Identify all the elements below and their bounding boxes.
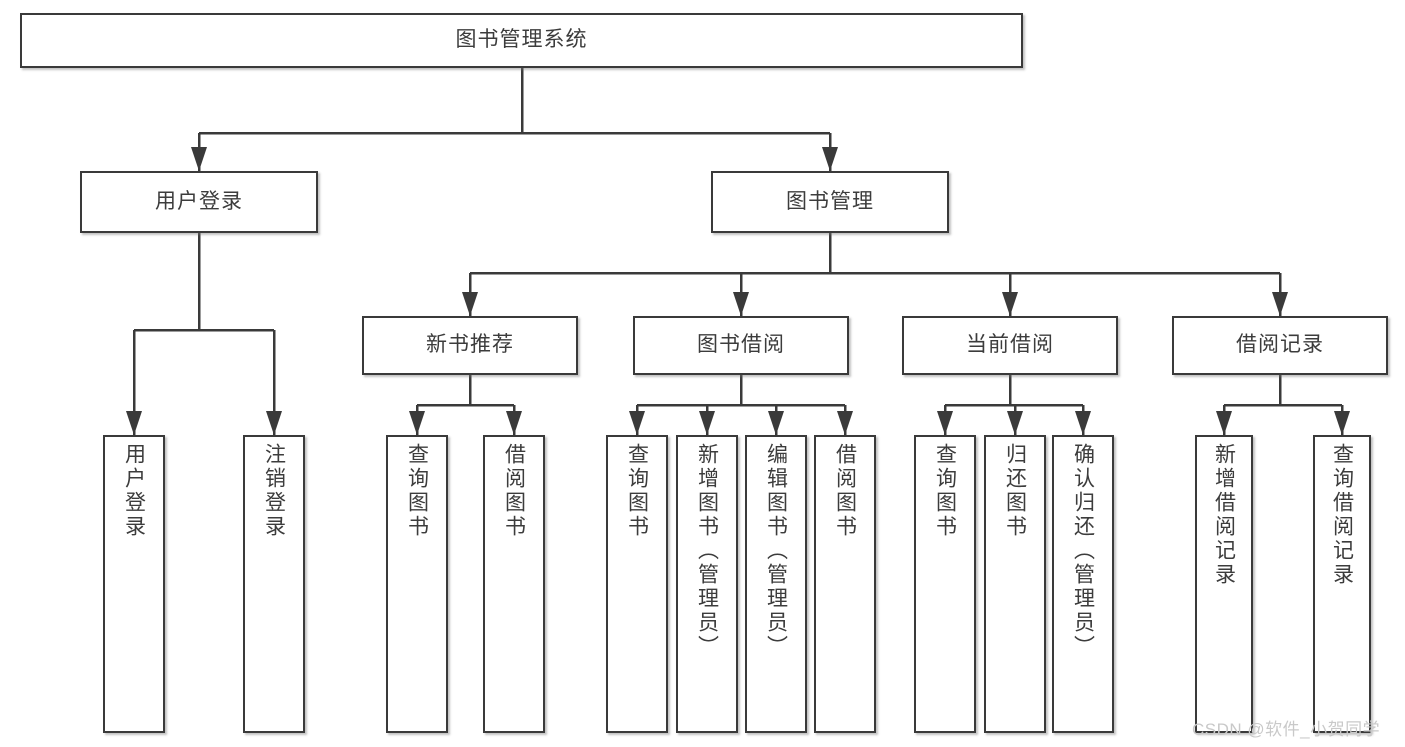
node-record[interactable]: 借阅记录: [1172, 316, 1388, 375]
node-label-bookmgmt: 图书管理: [786, 189, 874, 213]
arrowhead-leaf-nb-query: [409, 411, 425, 435]
arrowhead-leaf-cu-query: [937, 411, 953, 435]
node-leaf-bo-add[interactable]: 新增图书（管理员）: [676, 435, 738, 733]
node-label-leaf-nb-borrow: 借阅图书: [502, 443, 526, 539]
node-label-leaf-re-add: 新增借阅记录: [1212, 443, 1236, 587]
node-login[interactable]: 用户登录: [80, 171, 318, 233]
node-leaf-cu-return[interactable]: 归还图书: [984, 435, 1046, 733]
node-leaf-bo-query[interactable]: 查询图书: [606, 435, 668, 733]
node-current[interactable]: 当前借阅: [902, 316, 1118, 375]
node-newbook[interactable]: 新书推荐: [362, 316, 578, 375]
node-label-root: 图书管理系统: [455, 28, 588, 52]
node-label-leaf-bo-query: 查询图书: [625, 443, 649, 539]
node-label-borrow: 图书借阅: [697, 333, 785, 357]
node-leaf-nb-borrow[interactable]: 借阅图书: [483, 435, 545, 733]
node-label-record: 借阅记录: [1236, 333, 1324, 357]
node-leaf-bo-borrow[interactable]: 借阅图书: [814, 435, 876, 733]
arrowhead-leaf-re-query: [1334, 411, 1350, 435]
arrowhead-leaf-cu-confirm: [1075, 411, 1091, 435]
node-root[interactable]: 图书管理系统: [20, 13, 1023, 68]
node-label-leaf-user-logout: 注销登录: [262, 443, 286, 539]
node-leaf-user-login[interactable]: 用户登录: [103, 435, 165, 733]
node-label-newbook: 新书推荐: [426, 333, 514, 357]
node-label-leaf-bo-edit: 编辑图书（管理员）: [764, 443, 788, 659]
node-label-current: 当前借阅: [966, 333, 1054, 357]
node-label-leaf-re-query: 查询借阅记录: [1330, 443, 1354, 587]
node-label-leaf-cu-query: 查询图书: [933, 443, 957, 539]
arrowhead-leaf-cu-return: [1007, 411, 1023, 435]
arrowhead-login: [191, 147, 207, 171]
node-leaf-re-query[interactable]: 查询借阅记录: [1313, 435, 1371, 733]
node-bookmgmt[interactable]: 图书管理: [711, 171, 949, 233]
node-label-leaf-nb-query: 查询图书: [405, 443, 429, 539]
arrowhead-borrow: [733, 292, 749, 316]
arrowhead-leaf-user-login: [126, 411, 142, 435]
arrowhead-record: [1272, 292, 1288, 316]
arrowhead-leaf-re-add: [1216, 411, 1232, 435]
arrowhead-leaf-bo-borrow: [837, 411, 853, 435]
arrowhead-newbook: [462, 292, 478, 316]
node-label-leaf-user-login: 用户登录: [122, 443, 146, 539]
node-leaf-cu-confirm[interactable]: 确认归还（管理员）: [1052, 435, 1114, 733]
arrowhead-bookmgmt: [822, 147, 838, 171]
edges-group: [126, 68, 1350, 435]
node-leaf-cu-query[interactable]: 查询图书: [914, 435, 976, 733]
node-label-leaf-bo-borrow: 借阅图书: [833, 443, 857, 539]
arrowhead-leaf-bo-query: [629, 411, 645, 435]
node-label-leaf-bo-add: 新增图书（管理员）: [695, 443, 719, 659]
node-label-login: 用户登录: [155, 189, 243, 213]
arrowhead-leaf-nb-borrow: [506, 411, 522, 435]
node-leaf-user-logout[interactable]: 注销登录: [243, 435, 305, 733]
arrowhead-leaf-user-logout: [266, 411, 282, 435]
arrowhead-current: [1002, 292, 1018, 316]
node-borrow[interactable]: 图书借阅: [633, 316, 849, 375]
node-label-leaf-cu-return: 归还图书: [1003, 443, 1027, 539]
node-label-leaf-cu-confirm: 确认归还（管理员）: [1071, 443, 1095, 659]
arrowhead-leaf-bo-add: [699, 411, 715, 435]
node-leaf-bo-edit[interactable]: 编辑图书（管理员）: [745, 435, 807, 733]
node-leaf-re-add[interactable]: 新增借阅记录: [1195, 435, 1253, 733]
arrowhead-leaf-bo-edit: [768, 411, 784, 435]
node-leaf-nb-query[interactable]: 查询图书: [386, 435, 448, 733]
